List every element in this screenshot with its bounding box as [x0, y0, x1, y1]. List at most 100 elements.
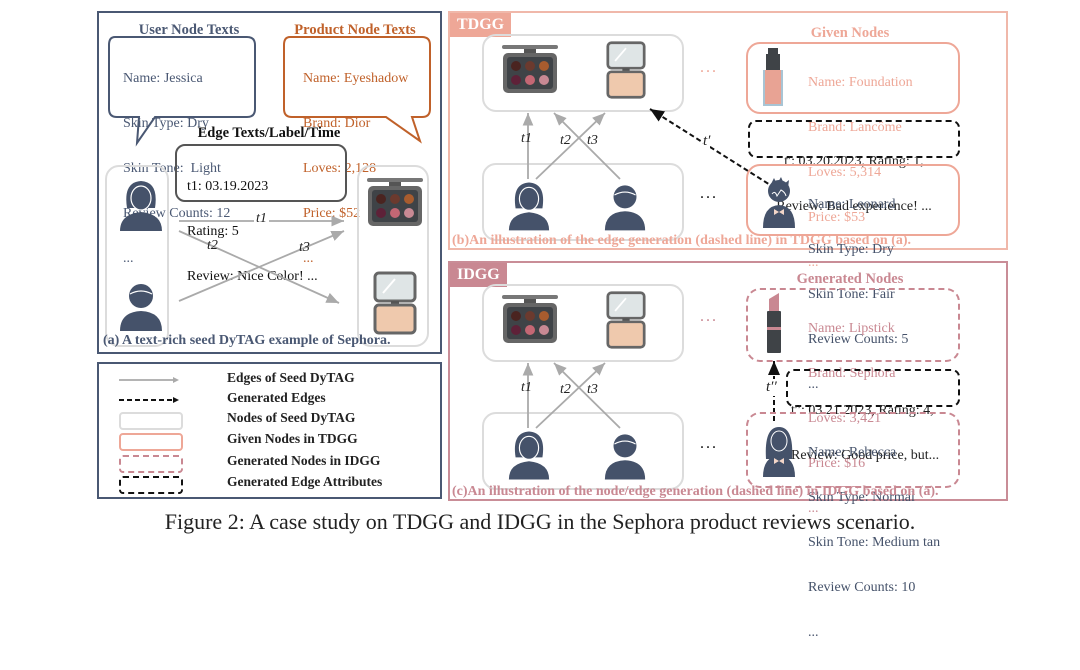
dashed-black-box-symbol — [119, 476, 183, 494]
generated-nodes-title: Generated Nodes — [796, 271, 904, 287]
edge-rating: Rating: 5 — [187, 224, 239, 239]
eyeshadow-palette-icon — [502, 45, 558, 93]
edge-time: t1: 03.19.2023 — [187, 179, 269, 194]
given-product-lines: Name: Foundation Brand: Lancôme Loves: 5… — [808, 45, 913, 300]
edge-label-t2: t2 — [560, 382, 571, 397]
generated-user-name: Name: Rebecca — [808, 445, 897, 460]
legend: Edges of Seed DyTAG Generated Edges Node… — [97, 362, 442, 499]
panel-a-caption: (a) A text-rich seed DyTAG example of Se… — [103, 333, 391, 348]
edge-texts-title: Edge Texts/Label/Time — [197, 125, 341, 141]
given-product-price: Price: $53 — [808, 210, 866, 225]
female-user-icon — [120, 181, 162, 231]
generated-user-node — [746, 412, 960, 488]
generated-user-skin-tone: Skin Tone: Medium tan — [808, 535, 941, 550]
user-more: ... — [123, 251, 134, 266]
user-name: Name: Jessica — [123, 71, 203, 86]
edge-label-t1: t1 — [521, 131, 532, 146]
edge-label-t3: t3 — [587, 133, 598, 148]
tdgg-panel: TDGG t1 t2 t3 t′ ... ... Given Nodes — [448, 11, 1008, 392]
legend-label: Nodes of Seed DyTAG — [227, 410, 356, 425]
given-user-name: Name: Leonard — [808, 197, 896, 212]
legend-label: Generated Edge Attributes — [227, 474, 383, 489]
user-nodes-box — [482, 412, 684, 490]
gray-rounded-box-symbol — [119, 412, 183, 430]
product-speech-bubble — [283, 36, 431, 144]
edge-t3 — [553, 112, 621, 180]
given-user-skin-tone: Skin Tone: Fair — [808, 287, 895, 302]
salmon-rounded-box-symbol — [119, 433, 183, 451]
edge-label-t1: t1 — [254, 211, 269, 227]
generated-edge-label: t′ — [703, 133, 711, 150]
edge-t2 — [535, 362, 606, 429]
female-user-bowtie-icon — [763, 427, 795, 477]
edge-attr-review: Review: Good price, but... — [791, 448, 940, 463]
user-ellipsis: ... — [700, 185, 718, 202]
solid-gray-arrow-symbol — [119, 377, 179, 383]
edge-label-t3: t3 — [299, 240, 310, 255]
edge-attr-time-rating: t′′: 03.21.2023, Rating: 4, — [791, 403, 934, 418]
generated-edge-label: t′′ — [766, 379, 777, 396]
product-node-texts-title: Product Node Texts — [294, 22, 416, 38]
given-user-node — [746, 164, 960, 236]
compact-powder-icon — [606, 291, 646, 349]
given-product-node — [746, 42, 960, 114]
edge-text-lines: t1: 03.19.2023 Rating: 5 Review: Nice Co… — [187, 149, 318, 314]
legend-label: Edges of Seed DyTAG — [227, 370, 355, 385]
male-user-icon — [604, 434, 646, 480]
generated-product-price: Price: $16 — [808, 456, 866, 471]
edge-t2 — [535, 112, 606, 180]
given-user-skin-type: Skin Type: Dry — [808, 242, 894, 257]
legend-label: Generated Nodes in IDGG — [227, 453, 381, 468]
generated-edge-attribute-box: t′: 03.20.2023, Rating: 1, Review: Bad e… — [748, 120, 960, 214]
generated-product-more: ... — [808, 501, 819, 516]
edge-text-box — [175, 144, 347, 202]
given-user-lines: Name: Leonard Skin Type: Dry Skin Tone: … — [808, 167, 908, 422]
panel-c-caption: (c)An illustration of the node/edge gene… — [452, 484, 939, 499]
eyeshadow-palette-icon — [367, 178, 423, 226]
generated-product-name: Name: Lipstick — [808, 321, 895, 336]
given-user-review-counts: Review Counts: 5 — [808, 332, 909, 347]
idgg-edges — [522, 361, 780, 429]
user-skin-type: Skin Type: Dry — [123, 116, 209, 131]
product-more: ... — [303, 251, 314, 266]
male-user-bowtie-icon — [763, 177, 795, 228]
edge-attr-review: Review: Bad experience! ... — [776, 199, 932, 214]
female-user-icon — [508, 182, 550, 231]
generated-user-more: ... — [808, 625, 819, 640]
lipstick-icon — [767, 293, 781, 353]
idgg-panel: IDGG t1 t2 t3 t′′ ... ... Generated Node… — [448, 261, 1008, 640]
dashed-black-arrow-symbol — [119, 397, 179, 403]
edge-t3 — [178, 230, 345, 302]
male-user-icon — [120, 284, 162, 331]
seed-dytag-panel: User Node Texts Name: Jessica Skin Type:… — [97, 11, 442, 354]
user-node-lines: Name: Jessica Skin Type: Dry Skin Tone: … — [123, 41, 230, 296]
eyeshadow-palette-icon — [502, 295, 558, 343]
legend-label: Given Nodes in TDGG — [227, 431, 358, 446]
given-product-loves: Loves: 5,314 — [808, 165, 882, 180]
tdgg-tag: TDGG — [450, 13, 512, 37]
product-name: Name: Eyeshadow — [303, 71, 409, 86]
generated-product-node — [746, 288, 960, 362]
legend-label: Generated Edges — [227, 390, 326, 405]
product-nodes-box — [482, 34, 684, 112]
generated-product-loves: Loves: 3,421 — [808, 411, 882, 426]
edge-review: Review: Nice Color! ... — [187, 269, 318, 284]
product-nodes-box — [357, 165, 429, 347]
user-ellipsis: ... — [700, 435, 718, 452]
generated-edge-attribute-box: t′′: 03.21.2023, Rating: 4, Review: Good… — [786, 369, 960, 463]
compact-powder-icon — [606, 41, 646, 99]
dashed-rose-box-symbol — [119, 455, 183, 473]
generated-user-lines: Name: Rebecca Skin Type: Normal Skin Ton… — [808, 415, 940, 670]
product-ellipsis: ... — [700, 308, 718, 325]
user-speech-bubble — [108, 36, 256, 147]
generated-user-skin-type: Skin Type: Normal — [808, 490, 915, 505]
panel-b-caption: (b)An illustration of the edge generatio… — [452, 233, 912, 248]
edge-label-t2: t2 — [207, 238, 218, 253]
edge-label-t3: t3 — [587, 382, 598, 397]
idgg-tag: IDGG — [450, 263, 507, 287]
user-nodes-box — [105, 165, 169, 347]
generated-user-review-counts: Review Counts: 10 — [808, 580, 916, 595]
user-nodes-box — [482, 163, 684, 241]
compact-powder-icon — [373, 271, 417, 335]
male-user-icon — [604, 185, 646, 231]
